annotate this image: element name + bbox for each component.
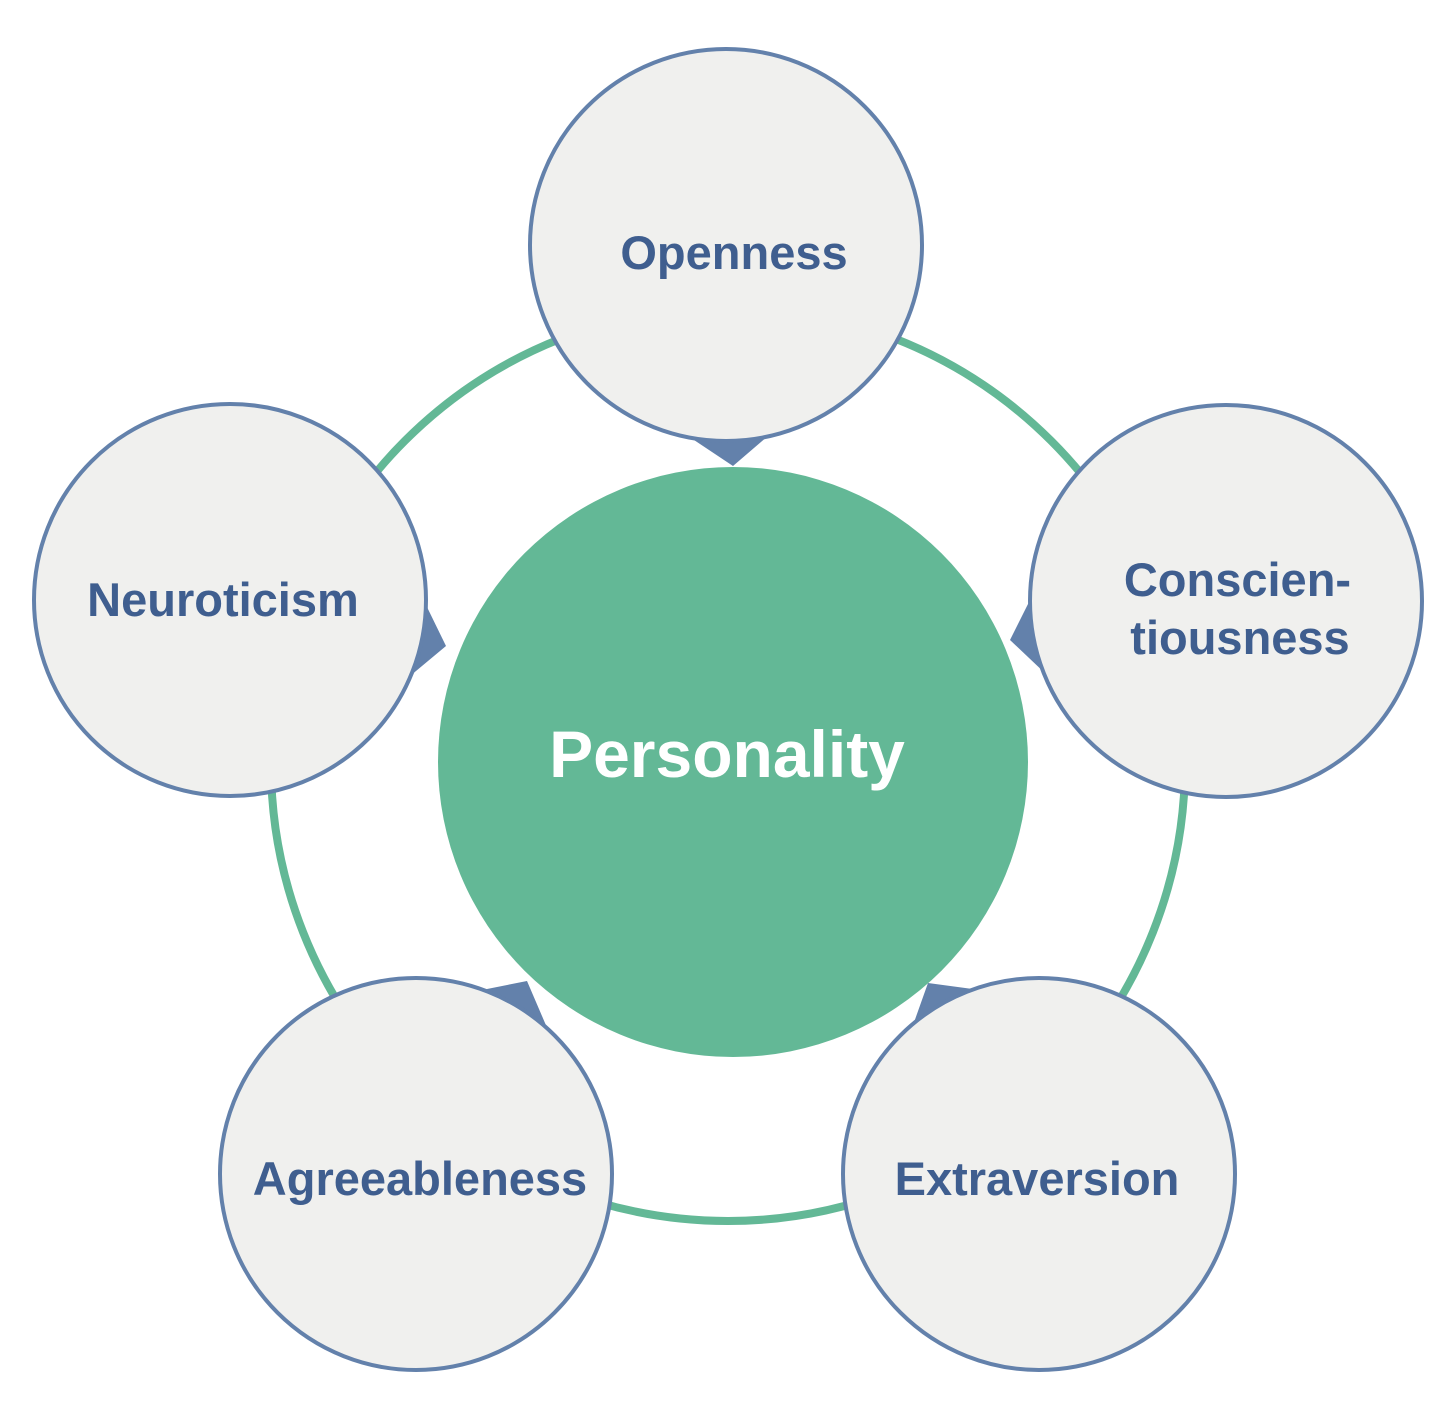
center-label: Personality	[549, 717, 905, 791]
trait-label: Agreeableness	[253, 1152, 587, 1205]
center-circle	[438, 467, 1028, 1057]
trait-label-line: Agreeableness	[253, 1152, 587, 1205]
trait-circle	[528, 47, 924, 443]
trait-label: Neuroticism	[87, 573, 359, 626]
trait-circle	[32, 402, 428, 798]
trait-node-extraversion: Extraversion	[841, 976, 1237, 1372]
trait-label-line: Neuroticism	[87, 573, 359, 626]
trait-node-neuroticism: Neuroticism	[32, 402, 428, 798]
trait-label-line: Extraversion	[895, 1152, 1180, 1205]
openness-pointer-arrow	[688, 436, 768, 466]
trait-node-openness: Openness	[528, 47, 924, 443]
trait-label-line: Conscien-	[1124, 553, 1351, 606]
trait-label: Extraversion	[895, 1152, 1180, 1205]
trait-node-conscientiousness: Conscien- tiousness	[1028, 403, 1424, 799]
trait-circle	[841, 976, 1237, 1372]
trait-label-line: tiousness	[1130, 611, 1349, 664]
trait-label: Conscien- tiousness	[1124, 553, 1364, 664]
trait-circle	[1028, 403, 1424, 799]
trait-label-line: Openness	[620, 226, 847, 279]
trait-label: Openness	[620, 226, 847, 279]
trait-node-agreeableness: Agreeableness	[218, 976, 614, 1372]
trait-circle	[218, 976, 614, 1372]
